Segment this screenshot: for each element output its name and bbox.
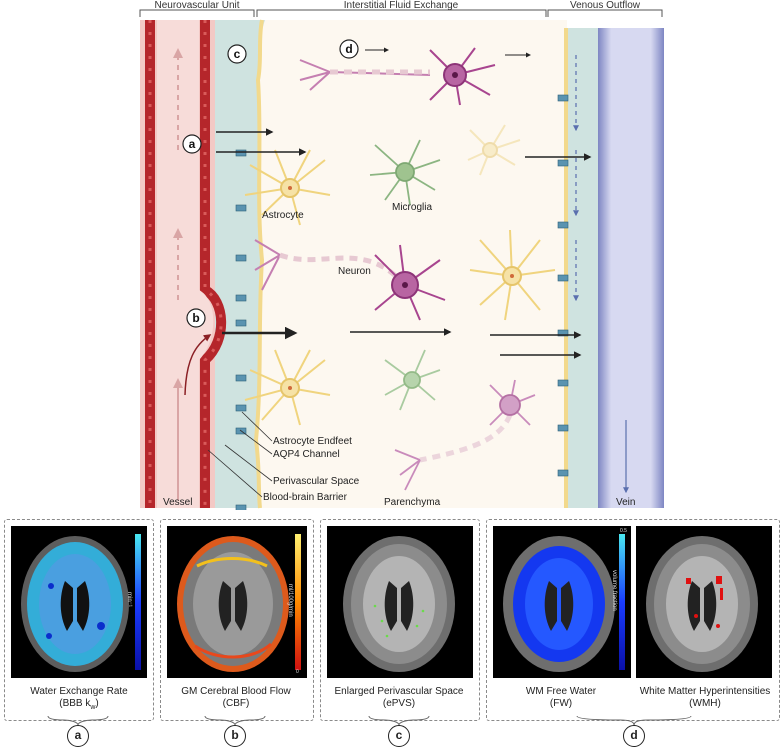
- microglia-lower: [384, 349, 441, 411]
- svg-text:b: b: [192, 311, 199, 325]
- panel-group-d: [486, 519, 780, 721]
- header-brackets: [139, 9, 663, 17]
- colorbar-cbf: [295, 534, 301, 670]
- panel-group-b: [160, 519, 314, 721]
- vessel: [140, 20, 227, 508]
- caption-free-water: WM Free Water (FW): [525, 686, 597, 709]
- marker-c: c: [227, 44, 247, 64]
- label-vein: Vein: [616, 497, 635, 508]
- header-interstitial-fluid-exchange: Interstitial Fluid Exchange: [344, 0, 459, 11]
- marker-b: b: [186, 308, 206, 328]
- colorbar-label-free-water: volume fraction: [611, 570, 617, 611]
- brain-image-water-exchange: min⁻¹: [11, 526, 147, 678]
- colorbar-label-water-exchange: min⁻¹: [126, 592, 132, 607]
- neurovascular-diagram: Neurovascular Unit Interstitial Fluid Ex…: [139, 0, 664, 510]
- venous-flow-arrows: [573, 55, 629, 494]
- parenchyma-region: [255, 20, 567, 508]
- neuron-middle: [254, 239, 446, 321]
- caption-water-exchange: Water Exchange Rate (BBB kw): [30, 686, 128, 711]
- neuron-lower: [394, 379, 536, 491]
- label-blood-brain-barrier: Blood-brain Barrier: [263, 492, 348, 503]
- caption-epvs: Enlarged Perivascular Space (ePVS): [334, 686, 464, 709]
- header-neurovascular-unit: Neurovascular Unit: [154, 0, 239, 11]
- panel-group-c: [320, 519, 480, 721]
- vein: [598, 28, 664, 508]
- neuron-top: [299, 47, 496, 106]
- astrocyte-lower: [244, 349, 331, 426]
- brain-image-free-water: volume fraction 0.5: [493, 526, 631, 678]
- badge-d: d: [623, 725, 645, 747]
- caption-cbf: GM Cerebral Blood Flow (CBF): [181, 686, 291, 709]
- colorbar-min-cbf: 0: [296, 669, 299, 675]
- microglia-upper: [369, 139, 441, 206]
- brain-image-epvs: [327, 526, 473, 678]
- astrocyte-right: [469, 229, 556, 321]
- marker-d: d: [339, 39, 359, 59]
- header-venous-outflow: Venous Outflow: [570, 0, 641, 11]
- colorbar-label-cbf: ml/100g/min: [287, 584, 293, 617]
- astrocyte-endfeet-left: [253, 19, 265, 509]
- aqp4-channels-left: [235, 149, 247, 510]
- brain-image-wmh: [636, 526, 772, 678]
- aqp4-channels-right: [557, 94, 569, 477]
- label-parenchyma: Parenchyma: [384, 497, 441, 508]
- astrocyte-faded: [467, 124, 521, 176]
- badge-a: a: [67, 725, 89, 747]
- colorbar-free-water: [619, 534, 625, 670]
- brain-image-cbf: ml/100g/min 0: [167, 526, 307, 678]
- legend-leader-lines: [207, 411, 273, 498]
- marker-a: a: [182, 134, 202, 154]
- label-neuron: Neuron: [338, 266, 371, 277]
- bottom-braces: [47, 715, 692, 726]
- svg-text:c: c: [234, 47, 241, 61]
- svg-text:d: d: [345, 42, 352, 56]
- label-astrocyte-endfeet: Astrocyte Endfeet: [273, 436, 352, 447]
- label-perivascular-space: Perivascular Space: [273, 476, 360, 487]
- fluid-flow-arrows: [216, 47, 592, 359]
- label-astrocyte: Astrocyte: [262, 210, 304, 221]
- perivenous-space: [568, 28, 598, 508]
- colorbar-max-free-water: 0.5: [620, 528, 627, 534]
- colorbar-water-exchange: [135, 534, 141, 670]
- badge-c: c: [388, 725, 410, 747]
- perivascular-space: [212, 20, 265, 508]
- svg-text:a: a: [189, 137, 196, 151]
- label-aqp4-channel: AQP4 Channel: [273, 449, 340, 460]
- badge-b: b: [224, 725, 246, 747]
- astrocyte-upper: [244, 149, 331, 226]
- label-microglia: Microglia: [392, 202, 432, 213]
- panel-group-a: [4, 519, 154, 721]
- caption-wmh: White Matter Hyperintensities (WMH): [639, 686, 771, 709]
- label-vessel: Vessel: [163, 497, 192, 508]
